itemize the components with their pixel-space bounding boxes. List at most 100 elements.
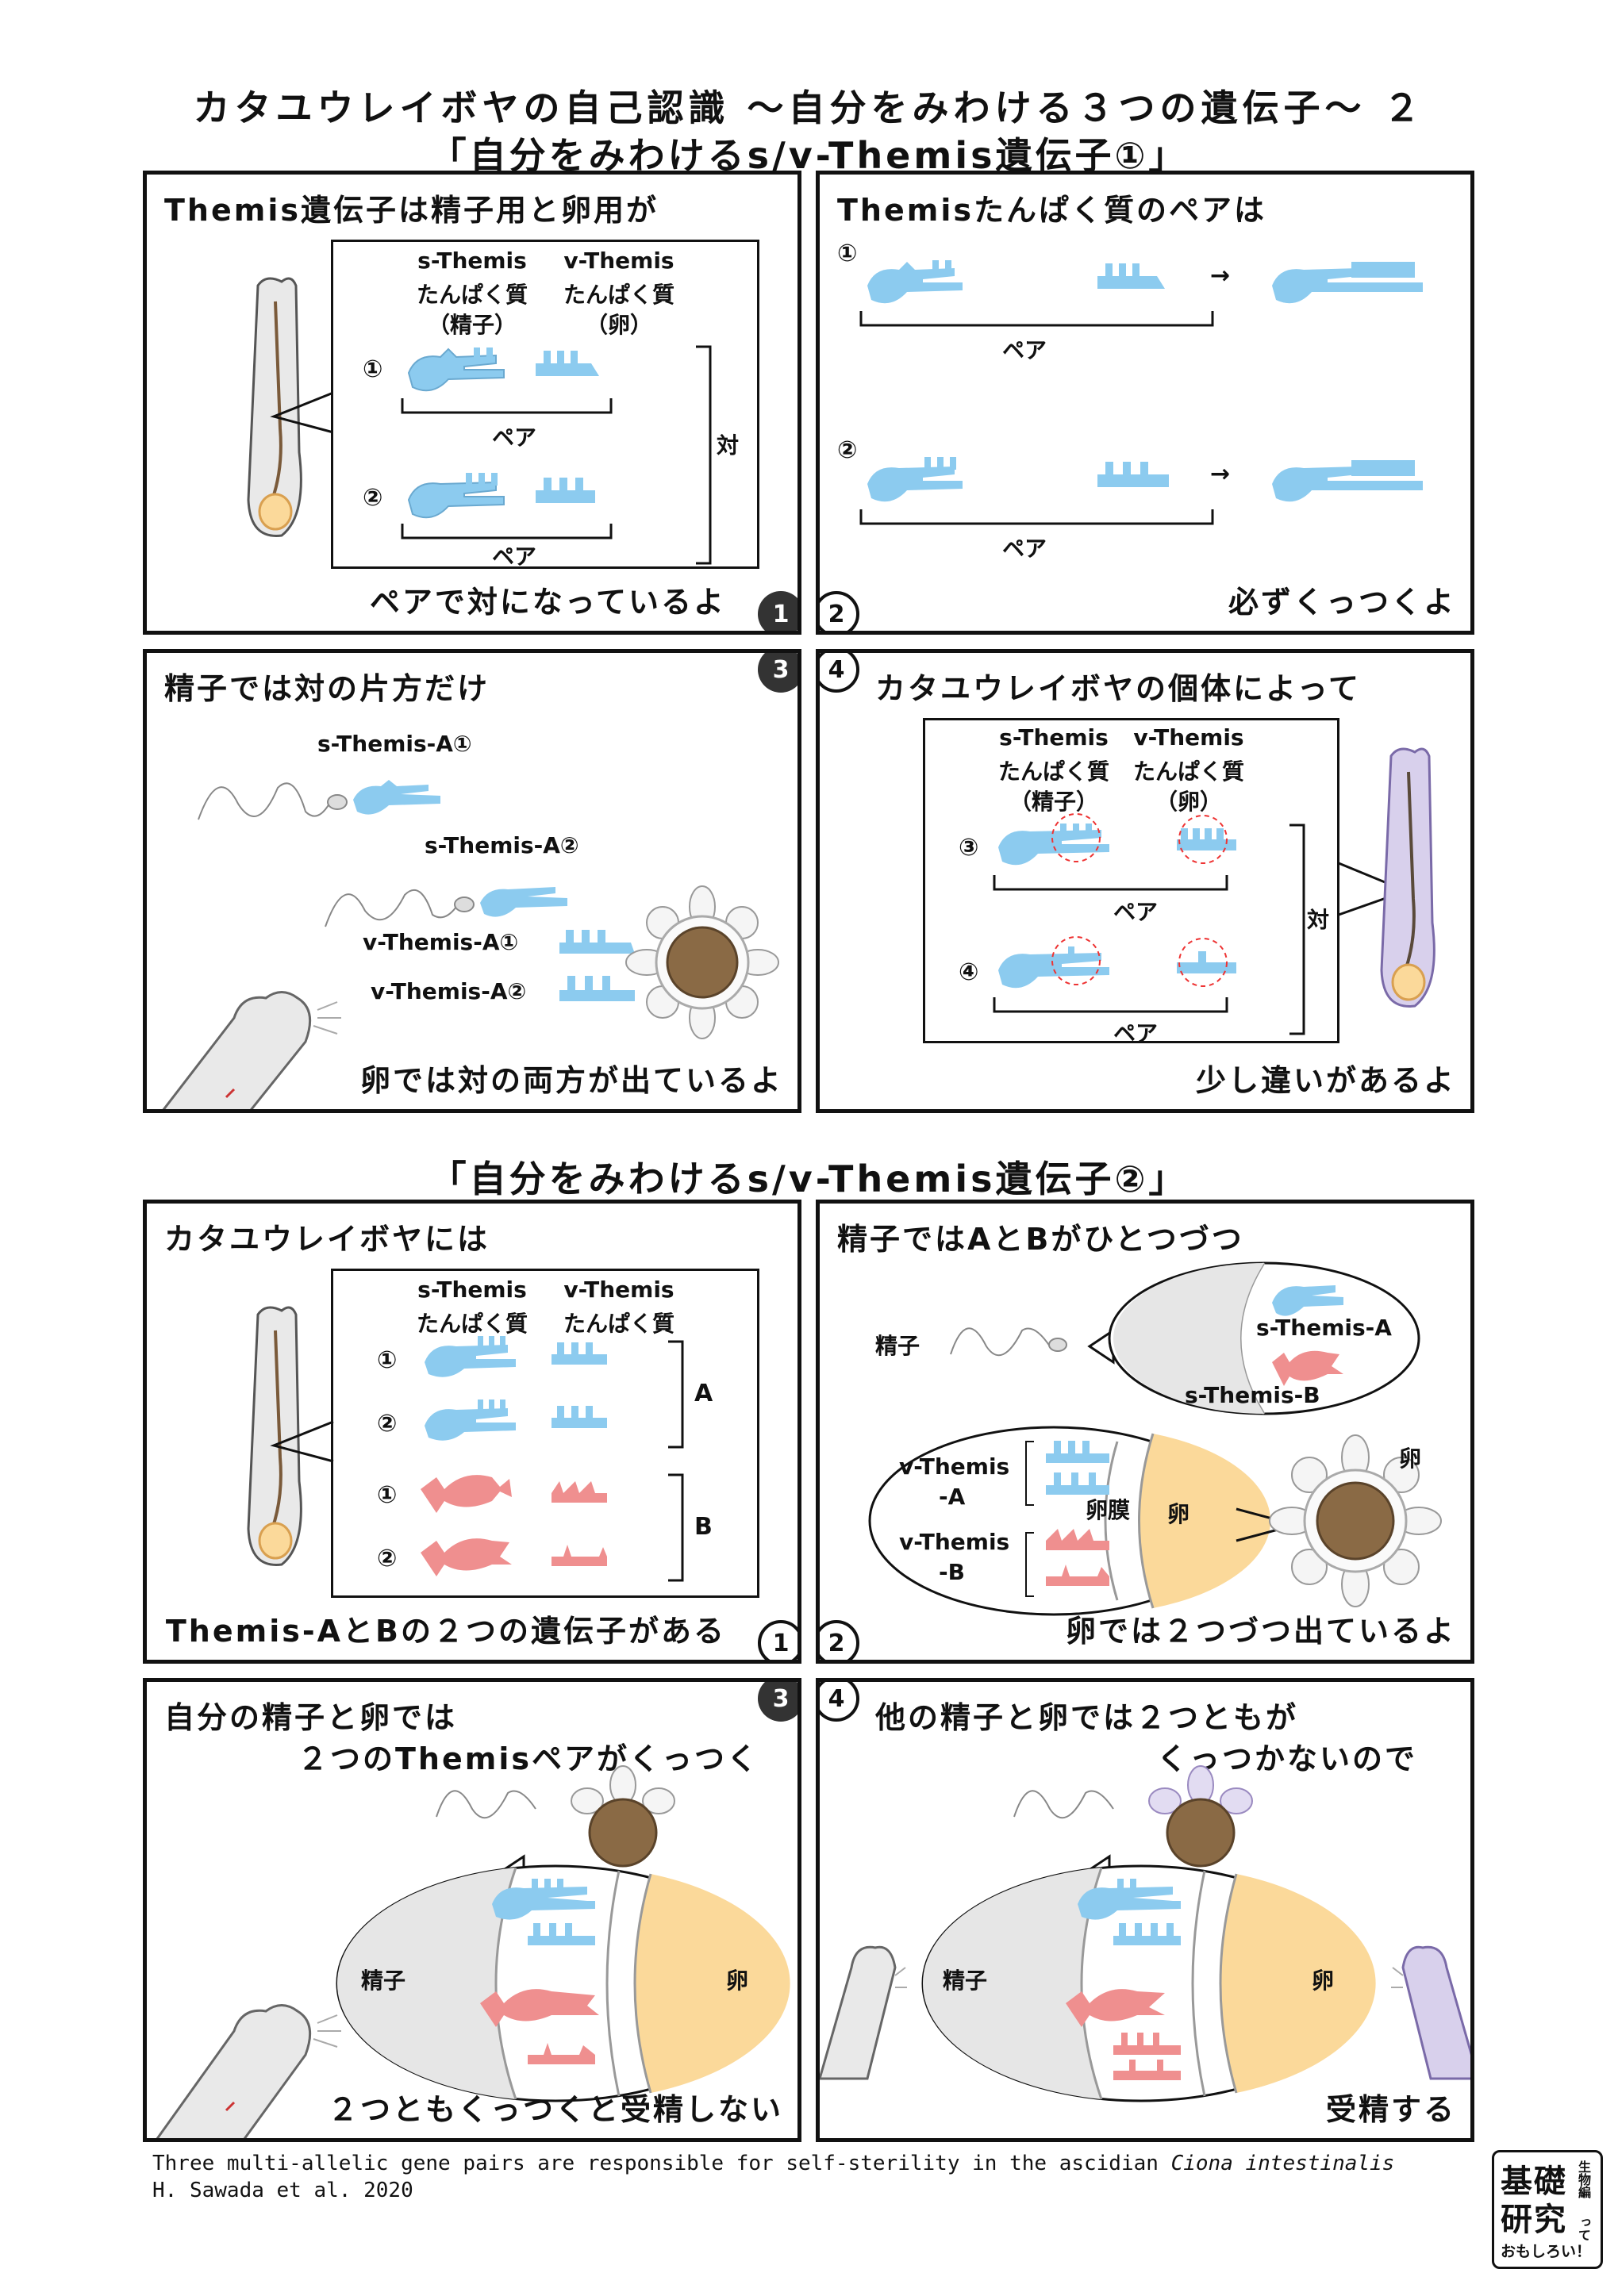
egg-outer-label: 卵 [1399,1446,1422,1472]
taiku-bracket [1289,824,1305,1035]
arrow-1: → [1210,262,1231,290]
panel-title: カタユウレイボヤには [164,1222,490,1257]
callout-pointer [270,391,334,434]
col-v-label: v-Themis [1133,724,1244,751]
group-a-bracket [668,1340,684,1449]
panel-number: 4 [820,1682,859,1722]
col-s-label: s-Themis [999,724,1109,751]
egg-zoom-bubble [868,1426,1271,1616]
row-1-label: ① [837,240,858,267]
panel-number: 2 [820,1620,859,1660]
panel-number: 3 [758,1682,797,1722]
logo-char-2: 礎 [1534,2164,1566,2200]
v-themis-proteins [559,930,635,1001]
pair-bracket-1 [401,398,613,414]
s1-panel-3: 精子では対の片方だけ s-Themis-A① s-Themis-A② v-The… [143,649,801,1113]
table-box [331,1269,759,1598]
row-b2-label: ② [377,1545,398,1572]
taiku-bracket [696,345,712,565]
panel-title: Themis遺伝子は精子用と卵用が [164,193,659,228]
taiku-label: 対 [717,432,740,459]
ascidian-right-icon [1391,1945,1470,2080]
group-a-label: A [694,1380,713,1407]
v-themis-a1-label: v-Themis-A① [363,929,519,955]
row-2-label: ② [363,484,383,512]
logo-char-1: 基 [1501,2164,1532,2200]
col-s-note: （精子） [427,312,517,338]
protein-set [421,1336,607,1576]
taiku-label: 対 [1307,907,1330,933]
kiso-kenkyu-logo: 基 礎 研 究 生物編 って おもしろい！ [1492,2150,1603,2269]
callout-pointer [270,1420,334,1463]
ascidian-icon [156,2004,341,2138]
v-themis-a-suffix: -A [939,1484,966,1510]
ascidian-icon [162,991,341,1109]
panel-number: 1 [758,591,797,631]
citation-line-1: Three multi-allelic gene pairs are respo… [152,2152,1394,2175]
pair-label-2: ペア [1002,536,1047,562]
sperm-1 [198,780,440,820]
egg-icon [625,885,779,1039]
logo-bottom: おもしろい！ [1501,2243,1592,2260]
sperm-label: 精子 [943,1968,988,1994]
pair-label-1: ペア [492,424,537,451]
logo-side-label: 生物編 [1576,2160,1591,2198]
egg-label: 卵 [1312,1968,1335,1994]
panel-caption: ２つともくっつくと受精しない [327,2092,783,2127]
panel-title: Themisたんぱく質のペアは [837,193,1266,228]
pair-bracket-2 [859,509,1214,525]
col-v-sub: たんぱく質 [563,1311,674,1337]
pair-bracket-3 [993,875,1228,891]
s-themis-b-label: s-Themis-B [1185,1382,1320,1408]
panel-title-1: 他の精子と卵では２つともが [875,1700,1299,1735]
ascidian-icon [247,277,302,537]
col-v-label: v-Themis [563,248,674,274]
protein-pair-2 [407,473,595,519]
s-themis-a-label: s-Themis-A [1256,1315,1392,1341]
ascidian-left-icon [820,1945,907,2080]
s2-panel-4: 他の精子と卵では２つともが くっつかないので 4 精子 卵 [816,1678,1474,2142]
species-name: Ciona intestinalis [1170,2152,1395,2175]
sperm-egg-contact [1013,1765,1253,1868]
sperm-icon [950,1327,1067,1357]
egg-inner-label: 卵 [1167,1501,1190,1527]
panel-caption: 必ずくっつくよ [1228,585,1456,620]
arrow-2: → [1210,460,1231,488]
panel-caption: 受精する [1325,2092,1456,2127]
logo-tte: って [1576,2216,1591,2241]
protein-pair-2 [867,457,1169,502]
col-s-sub: たんぱく質 [416,1311,528,1337]
pair-label-2: ペア [492,543,537,570]
panel-caption: 卵では２つづつ出ているよ [1065,1614,1456,1649]
pair-label-3: ペア [1113,899,1159,925]
row-1-label: ① [363,355,383,383]
s2-panel-2: 精子ではAとBがひとつづつ 精子 s-Themis-A s-Themis-B v… [816,1200,1474,1664]
panel-caption: ペアで対になっているよ [369,585,726,620]
row-3-label: ③ [959,834,979,862]
panel-title: カタユウレイボヤの個体によって [875,671,1361,706]
panel-number: 3 [758,653,797,693]
pair-bracket-4 [993,997,1228,1013]
col-s-note: （精子） [1009,789,1098,815]
group-b-label: B [694,1513,713,1541]
citation-line-2: H. Sawada et al. 2020 [152,2179,413,2202]
s-themis-a1-label: s-Themis-A① [317,731,472,757]
protein-pair-1 [867,260,1165,304]
s1-panel-2: Themisたんぱく質のペアは ① → ペア ② → ペア 必ずくっつくよ 2 [816,171,1474,635]
protein-bound-1 [1272,262,1423,304]
citation-text: Three multi-allelic gene pairs are respo… [152,2152,1171,2175]
table-box [923,718,1339,1043]
col-v-sub: たんぱく質 [1132,758,1244,785]
logo-char-3: 研 [1501,2202,1532,2238]
egg-icon [1269,1434,1442,1607]
protein-bound-2 [1272,460,1423,502]
egg-label: 卵 [726,1968,749,1994]
protein-pair-4 [998,936,1236,989]
section-title-1: 「自分をみわけるs/v-Themis遺伝子①」 [429,134,1189,177]
membrane-label: 卵膜 [1086,1497,1131,1523]
sperm-label: 精子 [875,1333,920,1359]
col-v-note: （卵） [1155,789,1222,815]
section-title-2: 「自分をみわけるs/v-Themis遺伝子②」 [429,1158,1189,1200]
col-s-label: s-Themis [417,248,527,274]
panel-number: 2 [820,591,859,631]
